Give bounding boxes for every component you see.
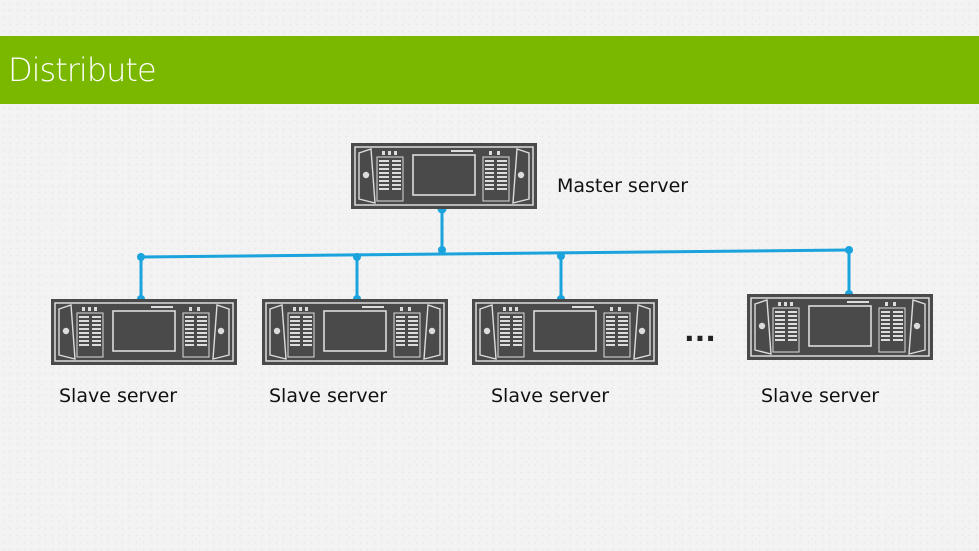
connector-lines (139, 209, 851, 299)
title-bar: Distribute (0, 36, 979, 104)
page-title: Distribute (8, 51, 157, 89)
node-bus-2 (353, 253, 361, 261)
master-server-icon (350, 142, 538, 210)
node-bus-4 (845, 246, 853, 254)
ellipsis-more-servers: ... (684, 315, 716, 348)
slave-server-label-2: Slave server (269, 385, 388, 407)
bus-line (140, 248, 850, 259)
slave-server-icon-2 (261, 298, 449, 366)
node-bus-3 (557, 252, 565, 260)
slave-server-icon-4 (746, 293, 934, 361)
slave-server-icon-3 (471, 298, 659, 366)
node-bus-master (438, 246, 446, 254)
node-bus-1 (137, 253, 145, 261)
master-server-label: Master server (557, 175, 689, 197)
slave-server-label-1: Slave server (59, 385, 178, 407)
slave-server-icon-1 (50, 298, 238, 366)
slave-server-label-3: Slave server (491, 385, 610, 407)
slave-server-label-4: Slave server (761, 385, 880, 407)
